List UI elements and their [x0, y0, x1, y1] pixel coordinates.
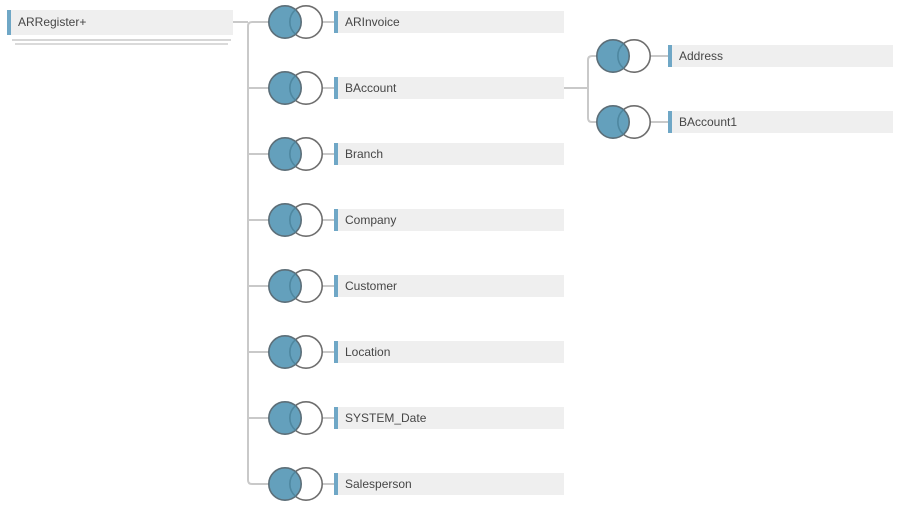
table-node[interactable]: Customer	[334, 275, 564, 297]
table-node[interactable]: BAccount1	[668, 111, 893, 133]
table-node[interactable]: Branch	[334, 143, 564, 165]
table-node[interactable]: Company	[334, 209, 564, 231]
join-overlap-arc	[289, 339, 297, 365]
join-overlap-arc	[289, 207, 297, 233]
join-left-circle	[267, 4, 303, 40]
join-icon[interactable]	[265, 399, 323, 437]
table-node[interactable]: ARInvoice	[334, 11, 564, 33]
join-left-circle	[267, 400, 303, 436]
table-node[interactable]: SYSTEM_Date	[334, 407, 564, 429]
table-node[interactable]: Salesperson	[334, 473, 564, 495]
join-left-circle	[267, 136, 303, 172]
join-icon[interactable]	[265, 333, 323, 371]
join-overlap-arc	[289, 75, 297, 101]
join-icon[interactable]	[265, 465, 323, 503]
join-icon[interactable]	[265, 267, 323, 305]
join-icon[interactable]	[593, 103, 651, 141]
join-icon[interactable]	[265, 69, 323, 107]
join-overlap-arc	[289, 471, 297, 497]
join-overlap-arc	[289, 141, 297, 167]
union-stack-indicator	[12, 39, 231, 41]
join-left-circle	[267, 202, 303, 238]
root-table-node[interactable]: ARRegister+	[7, 10, 233, 35]
join-overlap-arc	[289, 9, 297, 35]
table-node[interactable]: BAccount	[334, 77, 564, 99]
join-icon[interactable]	[265, 135, 323, 173]
join-left-circle	[267, 466, 303, 502]
join-left-circle	[595, 38, 631, 74]
union-stack-indicator	[15, 43, 228, 45]
join-icon[interactable]	[265, 201, 323, 239]
table-node[interactable]: Address	[668, 45, 893, 67]
join-icon[interactable]	[593, 37, 651, 75]
join-left-circle	[267, 268, 303, 304]
table-node[interactable]: Location	[334, 341, 564, 363]
join-icon[interactable]	[265, 3, 323, 41]
join-left-circle	[267, 334, 303, 370]
join-overlap-arc	[289, 273, 297, 299]
join-overlap-arc	[617, 43, 625, 69]
join-overlap-arc	[289, 405, 297, 431]
join-left-circle	[267, 70, 303, 106]
join-left-circle	[595, 104, 631, 140]
join-overlap-arc	[617, 109, 625, 135]
